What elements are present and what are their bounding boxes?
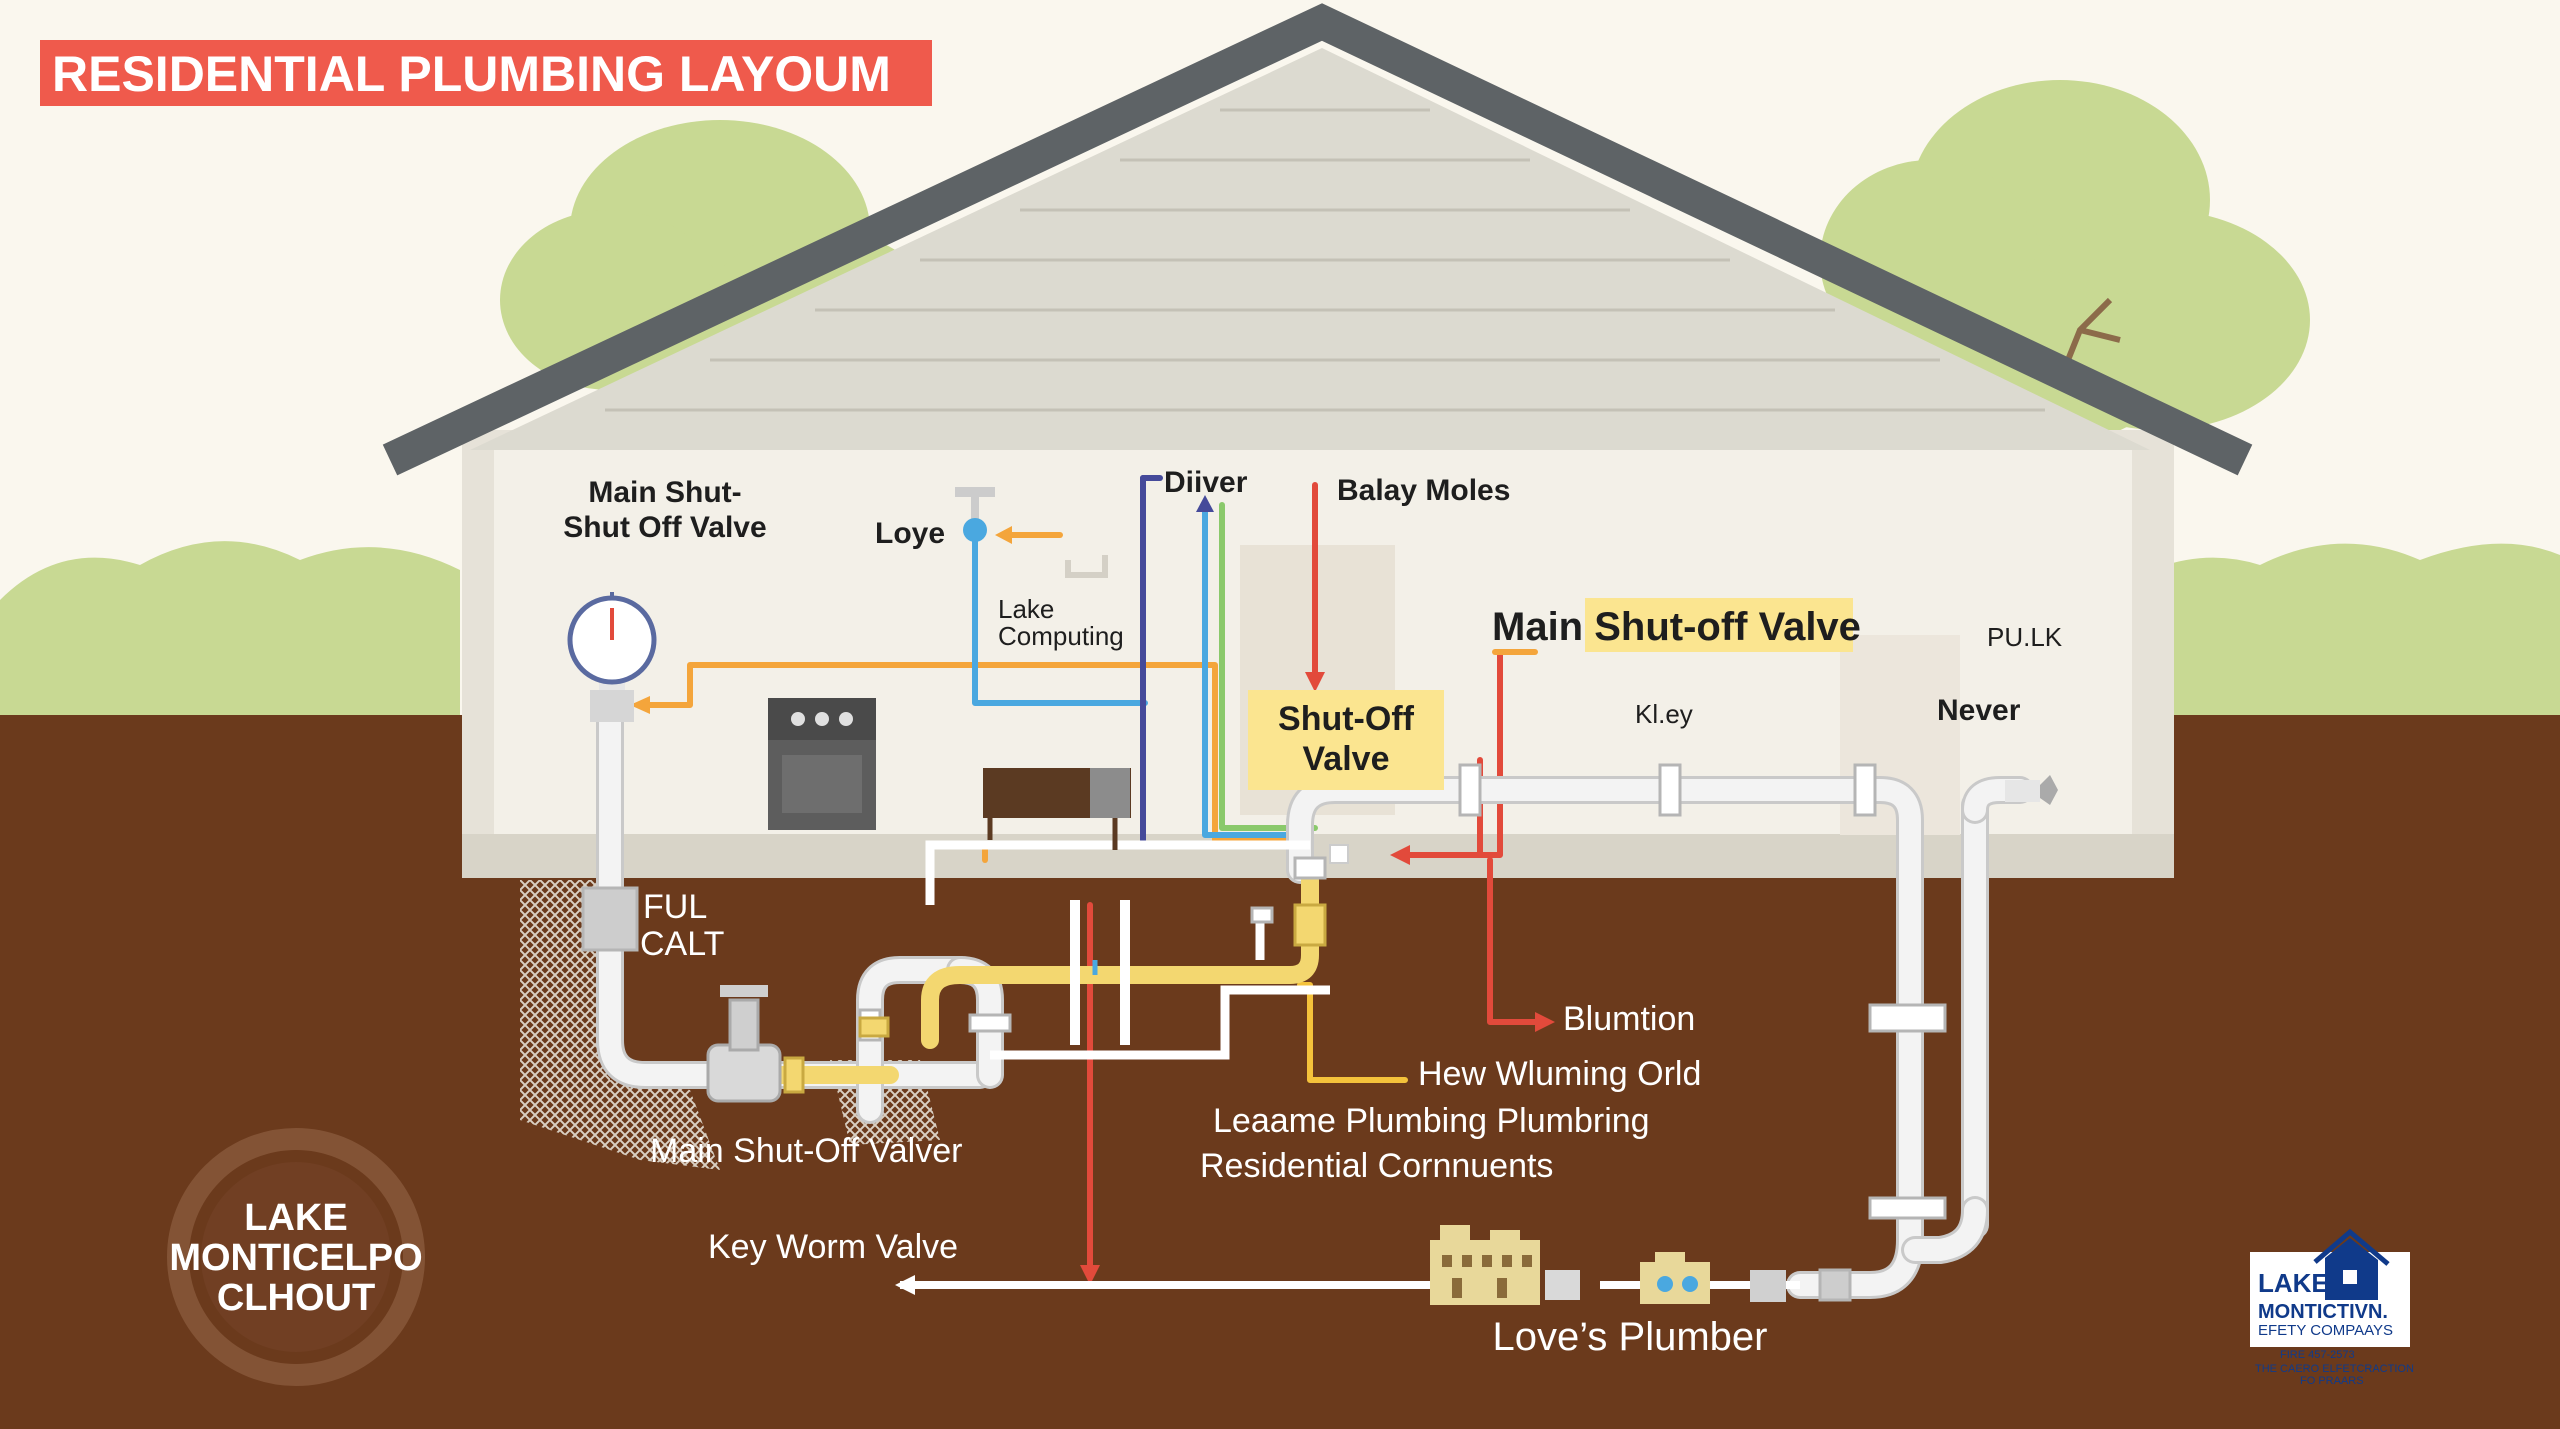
logo-line1: LAKE (2258, 1268, 2329, 1298)
cold-line-lower (990, 985, 1330, 1060)
main-shutoff-highlight (1585, 598, 1853, 652)
label-key-worm-valve: Key Worm Valve (708, 1228, 958, 1266)
orange-arrowhead (995, 526, 1012, 544)
drain-arrowhead (895, 1275, 915, 1295)
logo-line6: FO PRAARS (2300, 1375, 2364, 1387)
label-never: Never (1937, 694, 2021, 727)
label-main-shut-line2: Shut Off Valve (563, 511, 766, 544)
label-lake: Lake (998, 594, 1054, 624)
pressure-gauge-icon (567, 592, 657, 722)
roof-gable (470, 48, 2150, 450)
company-logo: LAKE MONTICTIVN. EFETY COMPAAYS FIRE 457… (2250, 1228, 2414, 1387)
roof-edge (382, 3, 2253, 476)
gauge-arrowhead (630, 696, 650, 714)
company-badge: LAKE MONTICELPO CLHOUT (167, 1128, 425, 1386)
yellow-callout-line (1297, 982, 1408, 1083)
shutoff-callout-line2: Valve (1303, 740, 1390, 778)
label-main-shut-line1: Main Shut- (588, 476, 741, 509)
title-banner: RESIDENTIAL PLUMBING LAYOUM (40, 40, 932, 106)
label-calt: CALT (640, 925, 724, 963)
red-branch-line (1402, 649, 1503, 858)
label-pulk: PU.LK (1987, 622, 2063, 652)
logo-line5: THE CAERO ELFETCRACTION (2255, 1363, 2414, 1375)
label-ful: FUL (643, 888, 707, 926)
label-blumtion: Blumtion (1563, 1000, 1695, 1038)
pipe-brackets (1070, 900, 1130, 1045)
shutoff-valve-icon (1329, 844, 1349, 864)
gate-valve-icon (706, 985, 782, 1103)
green-riser-line (1219, 502, 1318, 831)
logo-line3: EFETY COMPAAYS (2258, 1322, 2393, 1339)
stove-icon (768, 698, 876, 830)
badge-line2: MONTICELPO (169, 1237, 422, 1279)
shutoff-callout-line1: Shut-Off (1278, 700, 1415, 738)
fixture-valve-icon (955, 487, 995, 542)
label-diiver: Diiver (1164, 466, 1248, 499)
label-loves-plumber: Love’s Plumber (1493, 1315, 1768, 1359)
logo-line4: FIRE 457-2573 (2280, 1349, 2355, 1361)
label-balay-moles: Balay Moles (1337, 474, 1510, 507)
label-leaame-plumbing: Leaame Plumbing Plumbring (1213, 1102, 1650, 1140)
hose-bib-icon (2005, 775, 2058, 805)
townhouse-icon (1430, 1225, 1786, 1305)
label-hew-wluming: Hew Wluming Orld (1418, 1055, 1701, 1093)
yellow-fittings (783, 903, 1327, 1094)
red-arrowhead-right (1535, 1012, 1555, 1032)
red-drop-line (1487, 857, 1543, 1025)
blue-arrowhead (1196, 495, 1214, 512)
label-loye: Loye (875, 517, 945, 550)
red-arrowhead-left (1390, 845, 1410, 865)
main-pipes (596, 706, 2034, 1299)
title-text: RESIDENTIAL PLUMBING LAYOUM (52, 46, 891, 102)
red-arrowhead-bottom (1080, 1265, 1100, 1285)
interior-vent (1065, 555, 1108, 578)
badge-line3: CLHOUT (217, 1277, 375, 1319)
red-arrowhead-top (1305, 672, 1325, 692)
roof-siding-lines (605, 108, 2045, 412)
gravel-bed-left (520, 880, 720, 1170)
blue-supply-line (972, 527, 1148, 706)
label-residential-cornnuents: Residential Cornnuents (1200, 1147, 1553, 1185)
label-kley: Kl.ey (1635, 699, 1693, 729)
cold-line-outline (925, 840, 1310, 905)
logo-line2: MONTICTIVN. (2258, 1301, 2388, 1323)
label-main-shutoff-valve: Main Shut-off Valve (1492, 605, 1861, 649)
orange-supply-line (637, 662, 1303, 843)
badge-line1: LAKE (244, 1197, 347, 1239)
label-main-shutoff-valver: Main Shut-Off Valver (650, 1132, 962, 1170)
cabinet-icon (983, 768, 1131, 850)
house-logo-icon (2313, 1228, 2390, 1300)
label-computing: Computing (998, 621, 1124, 651)
shutoff-valve-callout: Shut-Off Valve (1248, 690, 1444, 790)
